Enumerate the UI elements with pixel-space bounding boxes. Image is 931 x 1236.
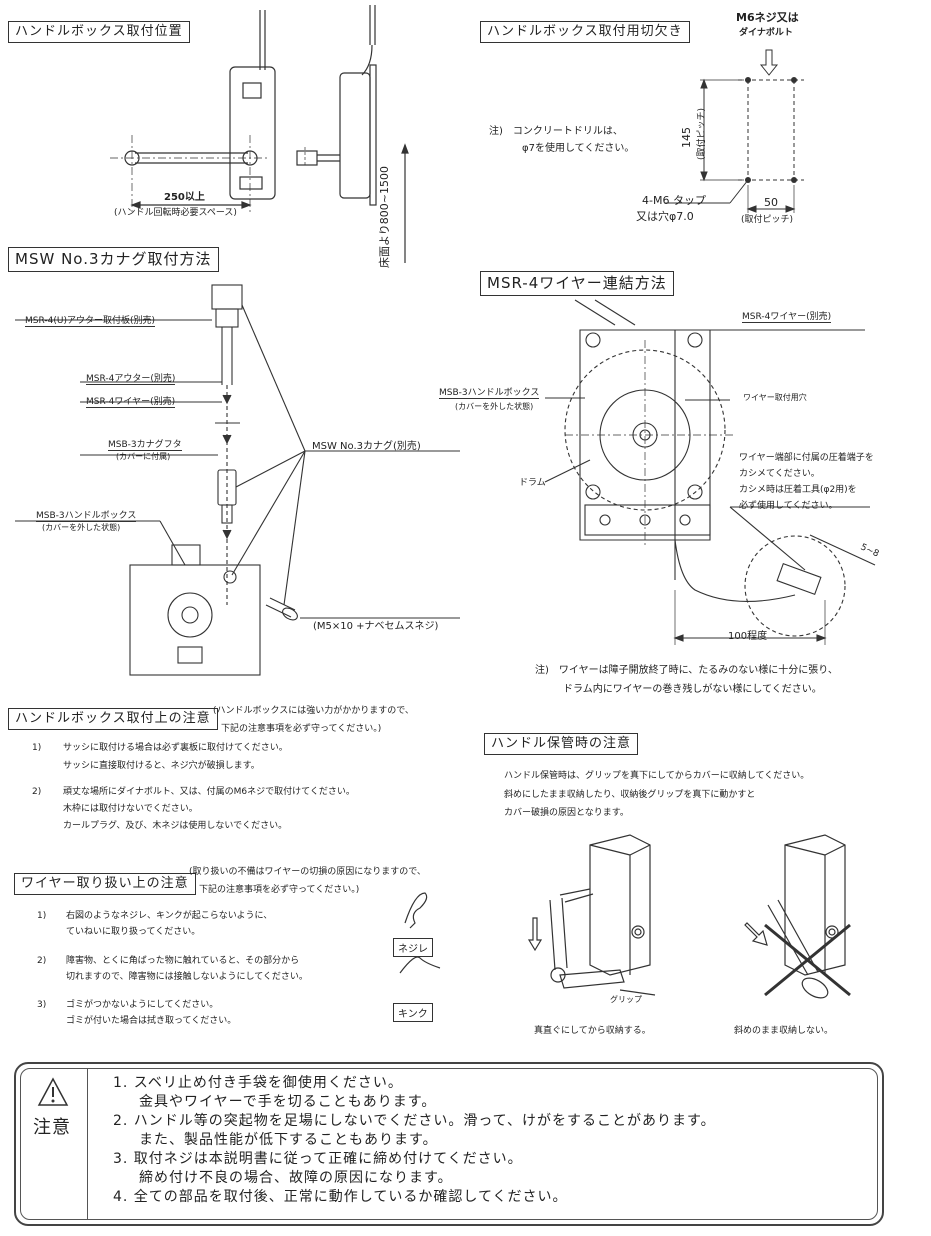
crimp-note-4: 必ず使用してください。 xyxy=(739,501,838,511)
label-twist: ネジレ xyxy=(393,938,433,957)
crimp-note-2: カシメてください。 xyxy=(739,469,820,479)
storage-text-1: ハンドル保管時は、グリップを真下にしてからカバーに収納してください。 xyxy=(504,771,810,781)
wire-item2-a: 障害物、とくに角ばった物に触れていると、その部分から xyxy=(66,956,300,966)
wire-item2-num: 2) xyxy=(37,956,47,966)
label-screw: (M5×10 +ナベセムスネジ) xyxy=(313,621,439,632)
caution-line-2b: また、製品性能が低下することもあります。 xyxy=(139,1132,438,1148)
tap-label-2: 又は穴φ7.0 xyxy=(636,210,694,223)
wire-item3-a: ゴミがつかないようにしてください。 xyxy=(66,1000,219,1010)
wire-connect-drawing xyxy=(544,299,876,645)
storage-text-3: カバー破損の原因となります。 xyxy=(504,808,629,818)
section-title-position: ハンドルボックス取付位置 xyxy=(8,21,190,43)
caution-box: 注意 1. スベリ止め付き手袋を御使用ください。 金具やワイヤーで手を切ることも… xyxy=(14,1062,884,1226)
cutout-note-2: φ7を使用してください。 xyxy=(522,143,635,154)
label-wire: MSR-4ワイヤー(別売) xyxy=(86,394,176,408)
caution-line-1b: 金具やワイヤーで手を切ることもあります。 xyxy=(139,1094,437,1110)
mount-subnote-1: (ハンドルボックスには強い力がかかりますので、 xyxy=(213,706,414,716)
mount-item1-a: サッシに取付ける場合は必ず裏板に取付けてください。 xyxy=(63,743,288,753)
label-fitting: MSW No.3カナグ(別売) xyxy=(312,441,421,452)
screw-label-1: M6ネジ又は xyxy=(736,11,799,24)
label-outer: MSR-4アウター(別売) xyxy=(86,371,176,385)
wire-item3-b: ゴミが付いた場合は拭き取ってください。 xyxy=(66,1016,237,1026)
twist-kink-drawing xyxy=(399,892,441,974)
wire-item1-b: ていねいに取り扱ってください。 xyxy=(66,927,201,937)
wire-item1-num: 1) xyxy=(37,911,47,921)
wire-item3-num: 3) xyxy=(37,1000,47,1010)
label-drum: ドラム xyxy=(519,478,546,488)
label-wire-4: MSR-4ワイヤー(別売) xyxy=(742,309,832,323)
label-handle-box-sub: (カバーを外した状態) xyxy=(455,402,534,411)
crimp-note-3: カシメ時は圧着工具(φ2用)を xyxy=(739,485,857,495)
label-outer-plate: MSR-4(U)アウター取付板(別売) xyxy=(25,313,155,327)
handle-position-drawing xyxy=(110,5,409,263)
cutout-note-1: 注) コンクリートドリルは、 xyxy=(489,126,623,137)
mount-item2-c: カールプラグ、及び、木ネジは使用しないでください。 xyxy=(63,821,288,831)
caution-line-2: 2. ハンドル等の突起物を足場にしないでください。滑って、けがをすることがありま… xyxy=(113,1113,716,1129)
storage-drawing xyxy=(527,834,851,999)
pitch-horizontal: (取付ピッチ) xyxy=(741,215,794,225)
fitting-drawing xyxy=(15,284,460,676)
dim-250: 250以上 xyxy=(164,192,205,203)
section-title-mount-caution: ハンドルボックス取付上の注意 xyxy=(8,708,218,730)
label-wire-hole: ワイヤー取付用穴 xyxy=(743,393,807,402)
pitch-vertical: (取付ピッチ) xyxy=(697,107,707,160)
wire-note-2: ドラム内にワイヤーの巻き残しがない様にしてください。 xyxy=(563,684,822,695)
section-title-wire-handling: ワイヤー取り扱い上の注意 xyxy=(14,873,196,895)
mount-subnote-2: 下記の注意事項を必ず守ってください。) xyxy=(221,724,382,734)
wire-note-1: 注) ワイヤーは障子開放終了時に、たるみのない様に十分に張り、 xyxy=(535,665,838,676)
warning-triangle-icon xyxy=(37,1077,69,1106)
label-box-sub: (カバーを外した状態) xyxy=(42,523,121,532)
wire-item2-b: 切れますので、障害物には接触しないようにしてください。 xyxy=(66,972,308,982)
section-title-fitting: MSW No.3カナグ取付方法 xyxy=(8,247,219,272)
storage-text-2: 斜めにしたまま収納したり、収納後グリップを真下に動かすと xyxy=(504,790,756,800)
caption-ok: 真直ぐにしてから収納する。 xyxy=(534,1026,651,1036)
label-handle-box: MSB-3ハンドルボックス xyxy=(439,385,540,399)
screw-label-2: ダイナボルト xyxy=(739,28,793,38)
caution-label: 注意 xyxy=(33,1117,71,1138)
tap-label-1: 4-M6 タップ xyxy=(642,194,706,207)
cutout-drawing xyxy=(665,49,804,213)
crimp-note-1: ワイヤー端部に付属の圧着端子を xyxy=(739,453,874,463)
caution-line-3: 3. 取付ネジは本説明書に従って正確に締め付けてください。 xyxy=(113,1151,523,1167)
floor-height-label: 床面より800~1500 xyxy=(378,166,391,268)
mount-item2-b: 木枠には取付けないでください。 xyxy=(63,804,198,814)
caution-line-1: 1. スベリ止め付き手袋を御使用ください。 xyxy=(113,1075,403,1091)
mount-item2-num: 2) xyxy=(32,787,42,797)
dim-100: 100程度 xyxy=(728,631,768,642)
wire-subnote-1: (取り扱いの不備はワイヤーの切損の原因になりますので、 xyxy=(189,867,426,877)
mount-item1-b: サッシに直接取付けると、ネジ穴が破損します。 xyxy=(63,761,260,771)
mount-item1-num: 1) xyxy=(32,743,42,753)
caption-ng: 斜めのまま収納しない。 xyxy=(734,1026,834,1036)
dim-50: 50 xyxy=(764,196,778,209)
caution-line-4: 4. 全ての部品を取付後、正常に動作しているか確認してください。 xyxy=(113,1189,568,1205)
label-grip: グリップ xyxy=(610,995,642,1004)
caution-line-3b: 締め付け不良の場合、故障の原因になります。 xyxy=(139,1170,453,1186)
section-title-wire-connect: MSR-4ワイヤー連結方法 xyxy=(480,271,674,296)
label-kink: キンク xyxy=(393,1003,433,1022)
handle-space-label: (ハンドル回転時必要スペース) xyxy=(114,208,237,218)
label-lid-sub: (カバーに付属) xyxy=(116,452,171,461)
wire-item1-a: 右図のようなネジレ、キンクが起こらないように、 xyxy=(66,911,273,921)
section-title-cutout: ハンドルボックス取付用切欠き xyxy=(480,21,690,43)
mount-item2-a: 頑丈な場所にダイナボルト、又は、付属のM6ネジで取付けてください。 xyxy=(63,787,355,797)
caution-icon-area: 注意 xyxy=(21,1069,88,1219)
wire-subnote-2: 下記の注意事項を必ず守ってください。) xyxy=(199,885,360,895)
section-title-storage: ハンドル保管時の注意 xyxy=(484,733,639,755)
dim-145: 145 xyxy=(680,127,693,148)
label-lid: MSB-3カナグフタ xyxy=(108,437,182,451)
label-box: MSB-3ハンドルボックス xyxy=(36,508,137,522)
